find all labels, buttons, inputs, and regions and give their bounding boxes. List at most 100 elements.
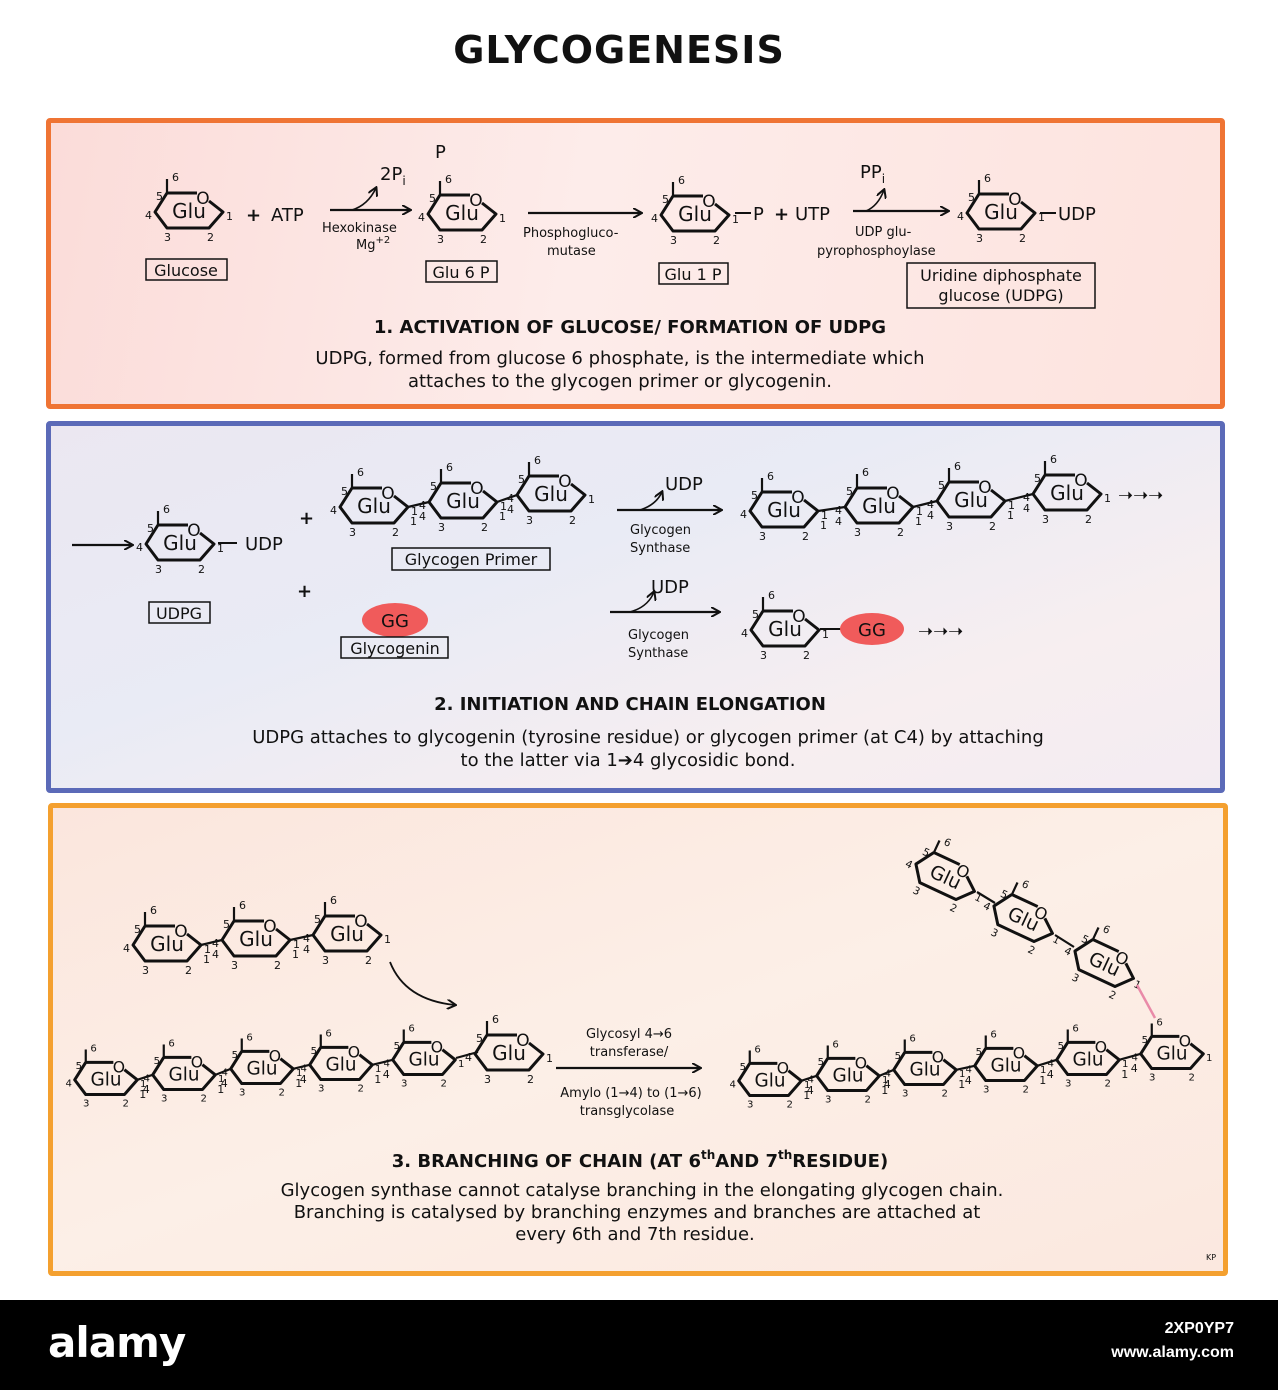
carbon-number: 4 xyxy=(927,498,934,511)
ring-oxygen: O xyxy=(791,488,804,508)
carbon-number: 1 xyxy=(292,948,299,961)
ring-oxygen: O xyxy=(855,1053,867,1072)
carbon-number: 1 xyxy=(821,509,828,522)
carbon-number: 1 xyxy=(958,1078,965,1091)
branching-panel xyxy=(48,803,1228,1276)
carbon-number: 4 xyxy=(835,515,842,528)
ring-oxygen: O xyxy=(269,1046,281,1065)
ring-outline xyxy=(1031,473,1103,512)
carbon-number: 1 xyxy=(1007,509,1014,522)
carbon-number: 4 xyxy=(465,1051,472,1064)
glu-label: Glu xyxy=(862,494,896,518)
carbon-number: 4 xyxy=(136,541,143,554)
carbon-number: 2 xyxy=(201,1094,207,1105)
glu-label: Glu xyxy=(239,927,273,951)
g1p-label: Glu 1 P xyxy=(665,265,722,284)
udpg-box xyxy=(906,262,1096,309)
carbon-number: 3 xyxy=(161,1094,167,1105)
carbon-number: 6 xyxy=(768,589,775,602)
carbon-number: 2 xyxy=(441,1079,447,1090)
carbon-number: 4 xyxy=(1131,1062,1138,1075)
glycosidic-bond xyxy=(878,1068,895,1077)
carbon-number: 2 xyxy=(1189,1073,1195,1084)
ring-outline xyxy=(973,1046,1039,1083)
ring-oxygen: O xyxy=(792,607,805,627)
glu-label: Glu xyxy=(754,1070,785,1091)
udp-label: UDP xyxy=(1058,204,1096,225)
c6-stem xyxy=(1010,882,1019,895)
glu-label: Glu xyxy=(172,199,206,223)
glycosidic-bond xyxy=(1036,1058,1058,1067)
carbon-number: 6 xyxy=(1072,1023,1078,1034)
carbon-number: 4 xyxy=(651,212,658,225)
carbon-number: 2 xyxy=(1023,1085,1029,1096)
ring-oxygen: O xyxy=(1095,1037,1107,1056)
release-arrow xyxy=(629,592,654,613)
carbon-number: 2 xyxy=(198,563,205,576)
carbon-number: 6 xyxy=(1050,453,1057,466)
carbon-number: 4 xyxy=(741,627,748,640)
carbon-number: 3 xyxy=(322,954,329,967)
carbon-number: 2 xyxy=(1085,513,1092,526)
glycogenin-box xyxy=(340,636,449,659)
gg-label: GG xyxy=(381,611,409,632)
glycogen-primer-box xyxy=(391,547,551,571)
section1-heading: 1. ACTIVATION OF GLUCOSE/ FORMATION OF U… xyxy=(374,317,886,338)
ring-outline xyxy=(914,851,976,902)
carbon-number: 2 xyxy=(1019,232,1026,245)
section3-heading: 3. BRANCHING OF CHAIN (AT 6thAND 7thRESI… xyxy=(392,1148,888,1172)
carbon-number: 4 xyxy=(884,1078,891,1091)
section2-heading: 2. INITIATION AND CHAIN ELONGATION xyxy=(434,694,826,715)
carbon-number: 5 xyxy=(1058,1041,1064,1052)
section3-description-1: Glycogen synthase cannot catalyse branch… xyxy=(281,1180,1004,1201)
glycogenin-ellipse xyxy=(840,613,904,645)
alamy-logo: alamy xyxy=(48,1318,186,1367)
carbon-number: 4 xyxy=(383,1068,390,1081)
carbon-number: 1 xyxy=(217,1083,224,1096)
branching-enzyme-1: Glycosyl 4→6 xyxy=(586,1027,672,1042)
ring-outline xyxy=(1073,938,1135,989)
glycosidic-bond xyxy=(293,1063,310,1070)
carbon-number: 5 xyxy=(1034,472,1041,485)
watermark-footer xyxy=(0,1300,1278,1390)
carbon-number: 1 xyxy=(915,515,922,528)
carbon-number: 1 xyxy=(295,1077,302,1090)
carbon-number: 3 xyxy=(155,563,162,576)
carbon-number: 4 xyxy=(903,858,914,872)
c6-stem xyxy=(932,840,941,853)
udpg-label: UDPG xyxy=(156,604,202,623)
carbon-number: 6 xyxy=(678,174,685,187)
carbon-number: 4 xyxy=(730,1079,736,1090)
carbon-number: 6 xyxy=(150,904,157,917)
carbon-number: 3 xyxy=(437,233,444,246)
ring-outline xyxy=(1139,1034,1205,1071)
ring-oxygen: O xyxy=(431,1037,443,1056)
ring-oxygen: O xyxy=(516,1031,529,1051)
ring-outline xyxy=(737,1061,803,1098)
ring-oxygen: O xyxy=(381,484,394,504)
carbon-number: 2 xyxy=(480,233,487,246)
ring-outline xyxy=(151,1055,217,1092)
ring-oxygen: O xyxy=(1013,1043,1025,1062)
section3-description-3: every 6th and 7th residue. xyxy=(515,1224,755,1245)
ring-outline xyxy=(935,480,1007,519)
carbon-number: 5 xyxy=(429,192,436,205)
carbon-number: 4 xyxy=(740,508,747,521)
glu-label: Glu xyxy=(330,922,364,946)
initiation-panel xyxy=(46,421,1225,793)
carbon-number: 1 xyxy=(1104,492,1111,505)
glu-label: Glu xyxy=(168,1064,199,1085)
glycogenin-label: Glycogenin xyxy=(350,639,440,658)
ring-oxygen: O xyxy=(558,472,571,492)
image-id: 2XP0YP7 xyxy=(1164,1320,1234,1337)
carbon-number: 6 xyxy=(445,173,452,186)
carbon-number: 4 xyxy=(1023,502,1030,515)
carbon-number: 3 xyxy=(83,1099,89,1110)
glucose-box xyxy=(145,258,228,281)
